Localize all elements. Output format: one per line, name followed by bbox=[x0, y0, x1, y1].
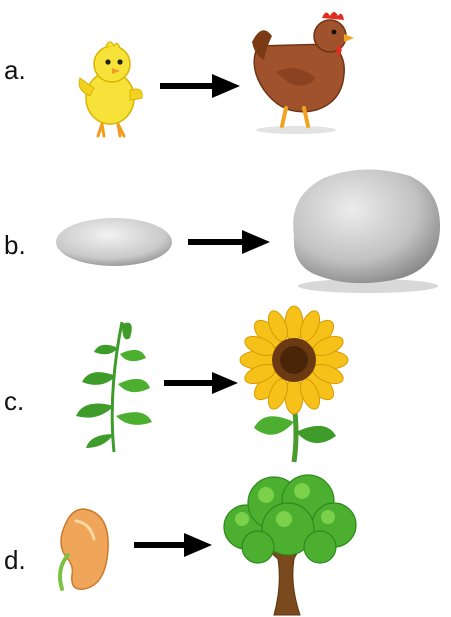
arrow-icon bbox=[188, 230, 270, 254]
row-label: c. bbox=[4, 386, 24, 417]
arrow-icon bbox=[134, 533, 212, 557]
bean-seed-image bbox=[54, 505, 114, 595]
row-d: d. bbox=[0, 465, 451, 617]
seedling-image bbox=[66, 314, 156, 454]
row-b: b. bbox=[0, 150, 451, 300]
sunflower-image bbox=[244, 314, 348, 464]
arrow-icon bbox=[164, 372, 238, 394]
row-label: a. bbox=[4, 55, 26, 86]
tree-image bbox=[216, 473, 360, 617]
arrow-icon bbox=[160, 74, 240, 98]
row-a: a. bbox=[0, 0, 451, 150]
small-stone-image bbox=[54, 208, 174, 270]
chick-image bbox=[68, 38, 148, 138]
row-label: d. bbox=[4, 545, 26, 576]
large-rock-image bbox=[278, 166, 450, 296]
hen-image bbox=[246, 6, 356, 136]
row-label: b. bbox=[4, 230, 26, 261]
row-c: c. bbox=[0, 300, 451, 465]
